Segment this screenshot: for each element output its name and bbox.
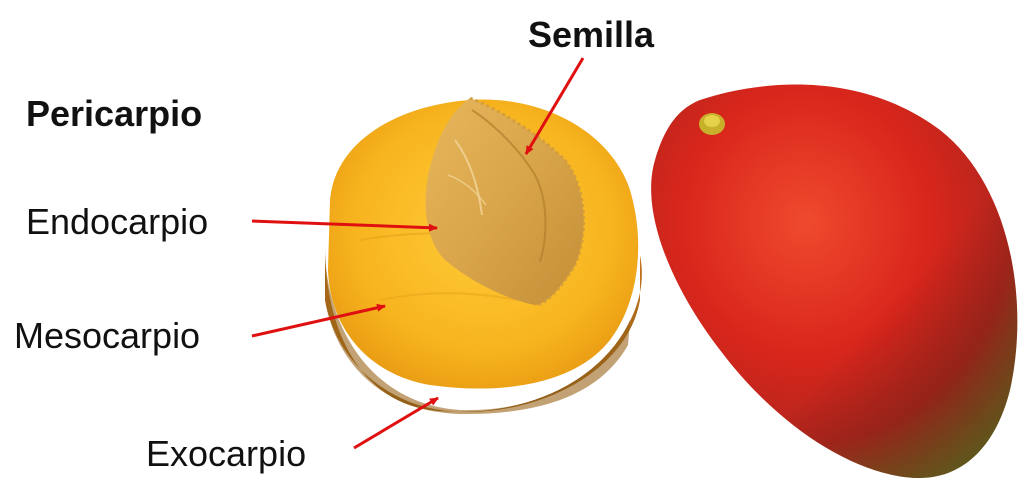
label-semilla: Semilla <box>528 17 654 53</box>
label-mesocarpio: Mesocarpio <box>14 318 200 354</box>
whole-mango <box>651 85 1017 478</box>
label-exocarpio: Exocarpio <box>146 436 306 472</box>
label-endocarpio: Endocarpio <box>26 204 208 240</box>
label-pericarpio: Pericarpio <box>26 96 202 132</box>
arrow-exocarpio <box>354 398 438 448</box>
